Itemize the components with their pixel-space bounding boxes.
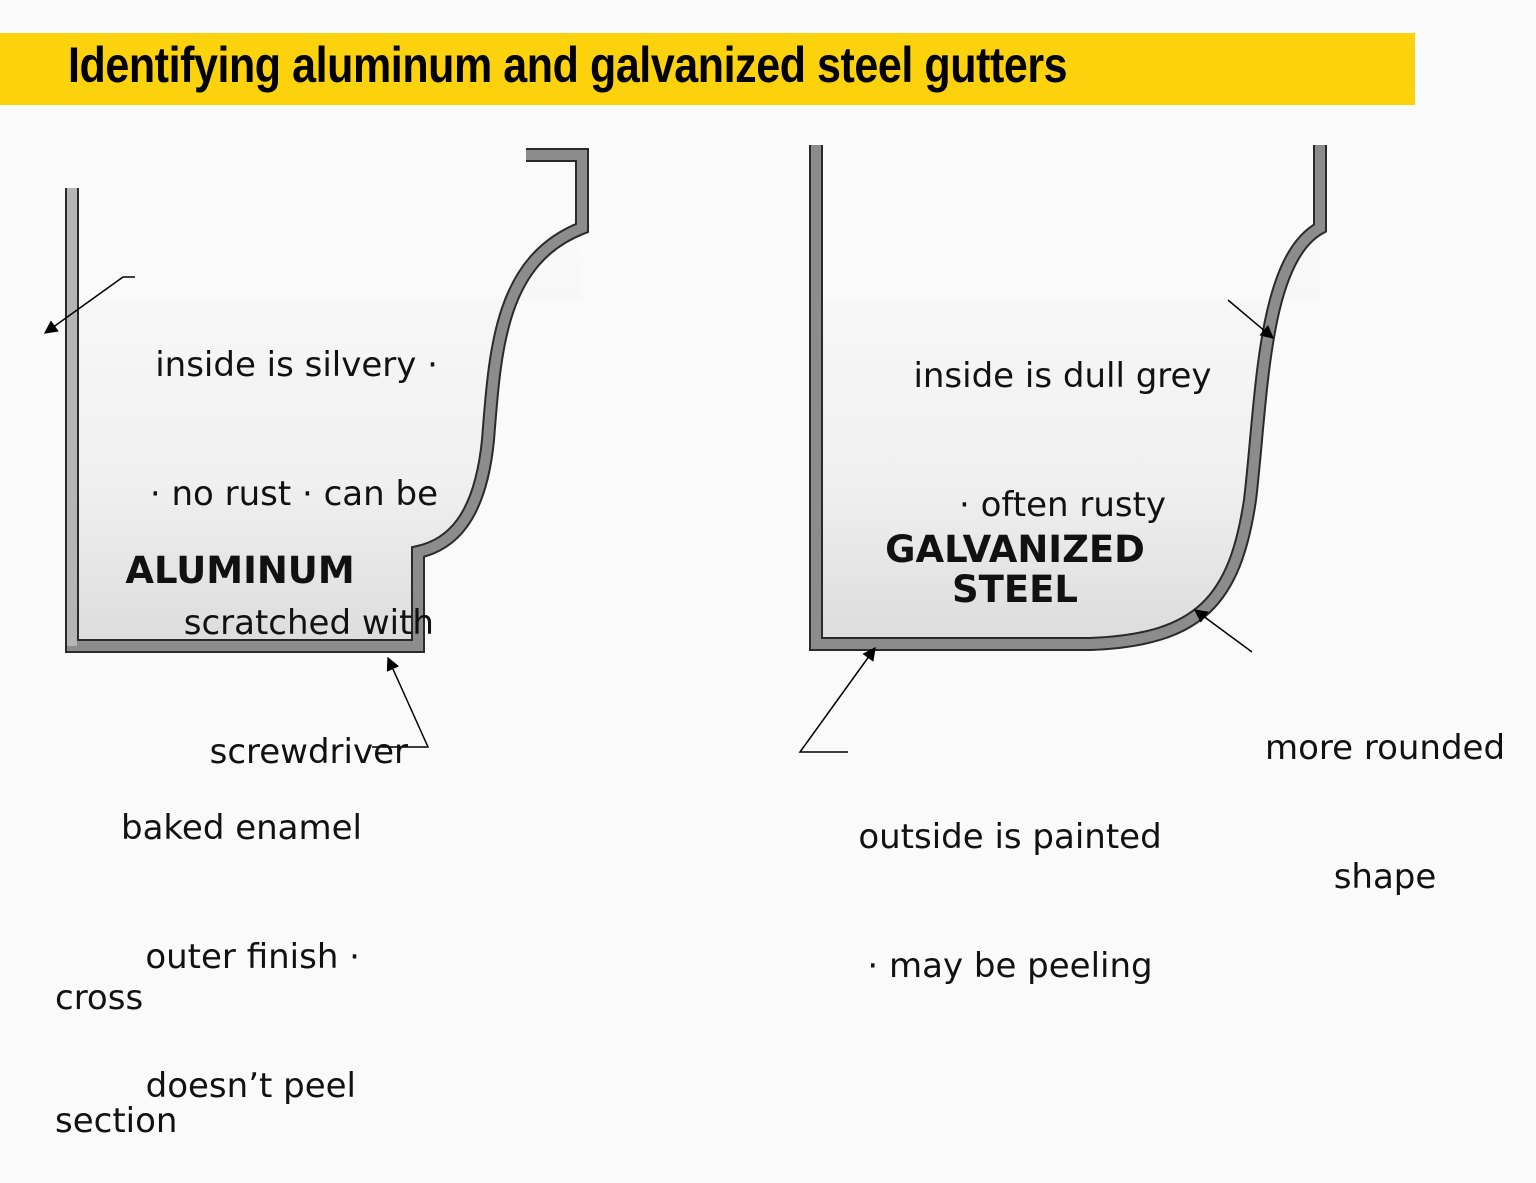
label-line: STEEL [951,568,1078,611]
note-line: more rounded [1264,728,1506,768]
note-line: scratched with [183,603,434,643]
arrow-aluminum-outside [372,656,430,748]
galvanized-inside-note: inside is dull grey · often rusty [890,269,1235,570]
title-banner [0,33,1415,105]
page-title: Identifying aluminum and galvanized stee… [68,37,1068,93]
label-line: GALVANIZED [885,528,1145,571]
arrow-galvanized-outside [798,646,876,753]
galvanized-gutter [809,145,1327,651]
note-line: outside is painted [858,817,1162,857]
note-line: inside is dull grey [913,356,1212,396]
note-line: · often rusty [958,485,1167,525]
note-line: · no rust · can be [149,474,438,514]
note-line: inside is silvery · [155,345,438,385]
galvanized-outside-note: outside is painted · may be peeling [845,730,1175,1031]
cross-section-caption: cross section [55,896,177,1183]
arrow-aluminum-inside [43,276,135,334]
note-line: shape [1333,857,1437,897]
galvanized-shape-note: more rounded shape [1250,641,1520,942]
arrow-galvanized-shape [1193,609,1253,653]
note-line: · may be peeling [867,946,1153,986]
caption-line: cross [55,978,144,1018]
arrow-galvanized-inside [1227,299,1275,339]
note-line: outer finish · [145,937,360,977]
aluminum-inside-note: inside is silvery · · no rust · can be s… [130,258,438,817]
aluminum-gutter [65,148,589,653]
note-line: screwdriver [209,732,408,772]
caption-line: section [55,1101,178,1141]
aluminum-label: ALUMINUM [125,549,355,592]
galvanized-label: GALVANIZED STEEL [860,530,1170,610]
note-line: baked enamel [121,808,362,848]
diagram-canvas [43,145,1327,753]
